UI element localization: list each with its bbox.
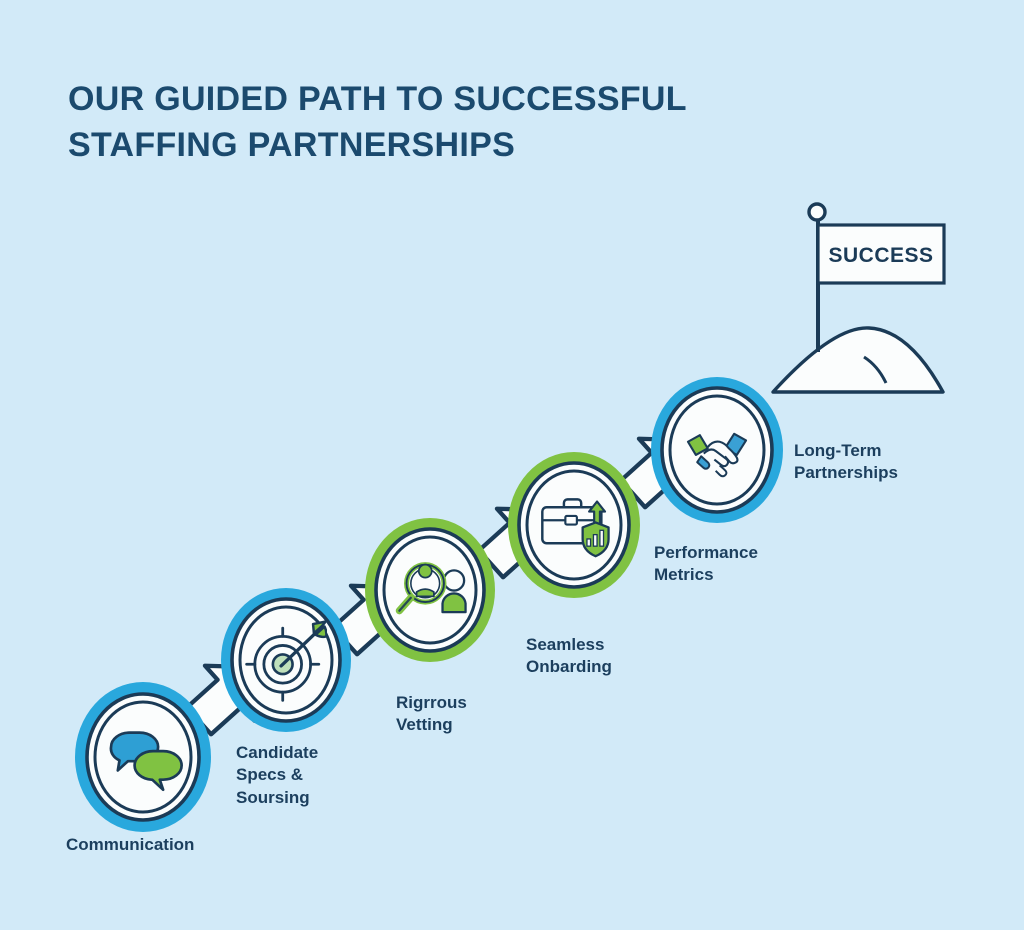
flag-pole-finial — [807, 202, 827, 222]
title-line-2: STAFFING PARTNERSHIPS — [68, 126, 516, 165]
step-label-long-term-partnerships: Long-Term Partnerships — [794, 441, 898, 483]
step-label-rigorous-vetting: Rigrrous Vetting — [396, 693, 467, 735]
step-circle-seamless-onboarding[interactable] — [508, 452, 640, 598]
flag-label: SUCCESS — [828, 244, 933, 267]
step-circle-performance-metrics[interactable] — [651, 377, 783, 523]
step-circle-rigorous-vetting[interactable] — [365, 518, 495, 662]
flag-banner — [816, 223, 946, 285]
title-line-1: OUR GUIDED PATH TO SUCCESSFUL — [68, 80, 687, 118]
step-label-seamless-onboarding: Seamless Onbarding — [526, 635, 612, 677]
step-label-candidate-specs: Candidate Specs & Soursing — [236, 743, 319, 807]
hill-shape — [771, 326, 945, 394]
success-goal-marker: SUCCESS — [771, 202, 946, 394]
step-circle-candidate-specs[interactable] — [221, 588, 351, 732]
step-label-communication: Communication — [66, 835, 195, 854]
hill-contour-line — [863, 355, 888, 384]
step-circle-communication[interactable] — [75, 682, 211, 832]
page-title: OUR GUIDED PATH TO SUCCESSFUL STAFFING P… — [68, 76, 868, 168]
step-label-performance-metrics: Performance Metrics — [654, 543, 758, 585]
